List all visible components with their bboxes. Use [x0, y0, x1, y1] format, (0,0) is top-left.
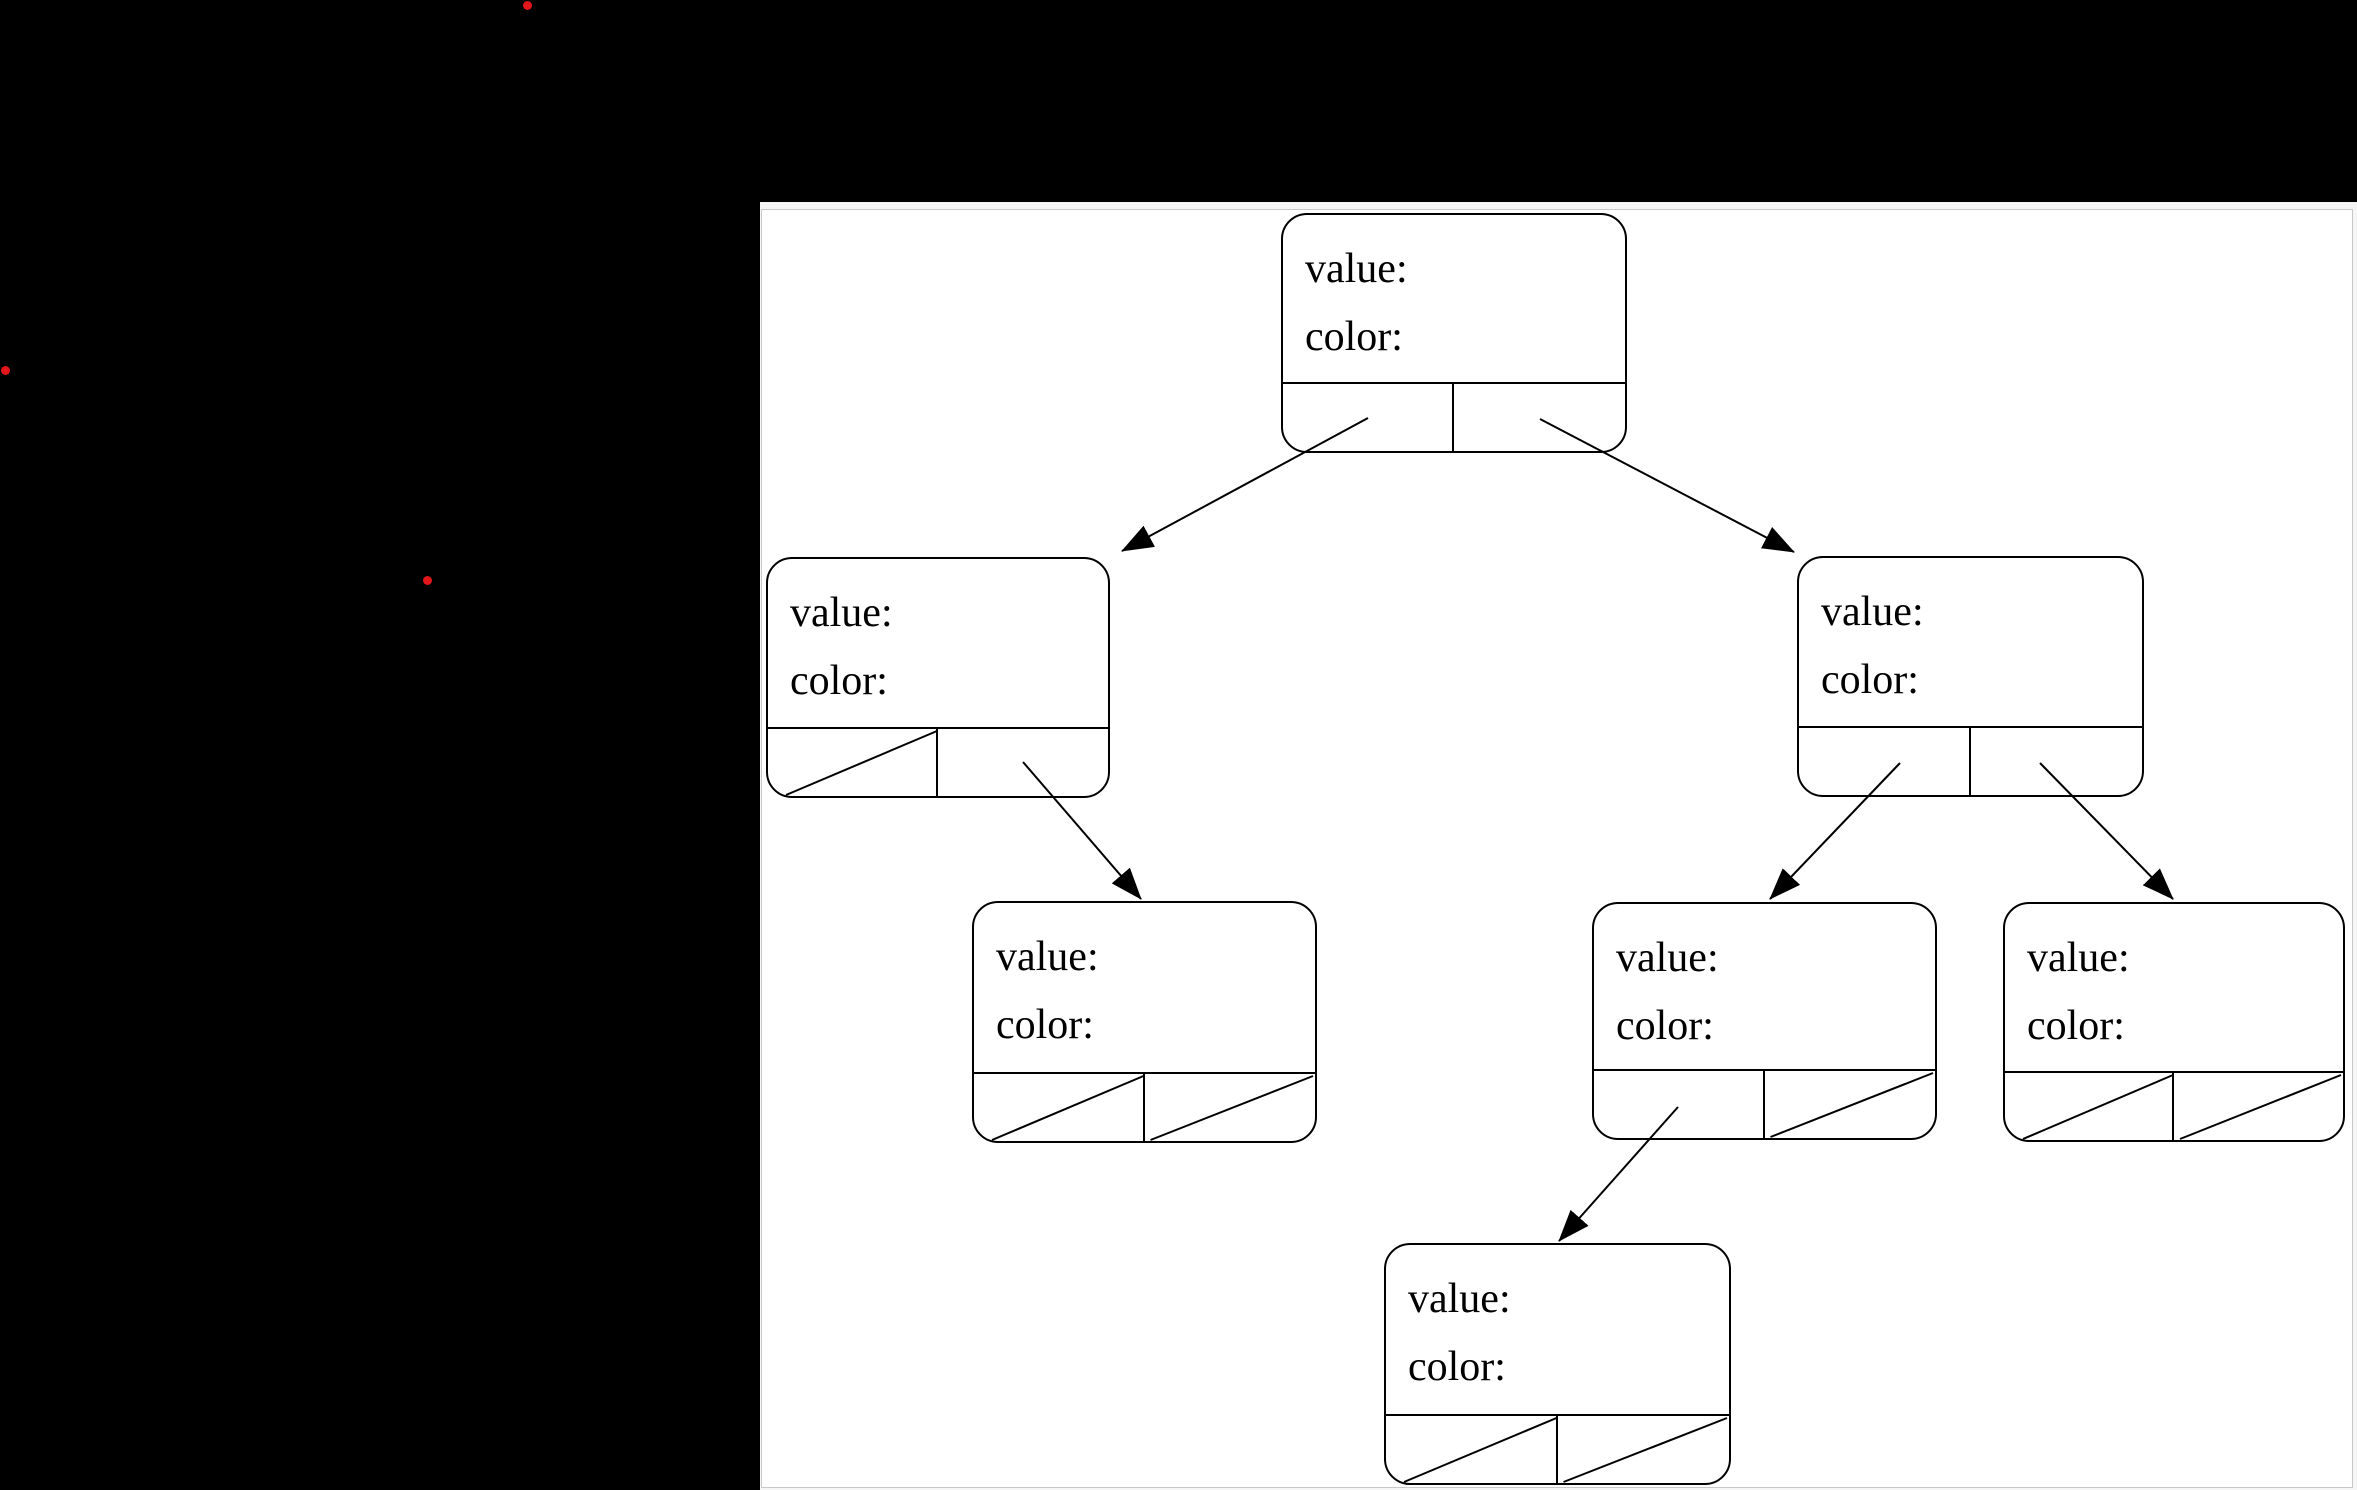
node-pointer-row [974, 1072, 1315, 1141]
right-pointer-cell [1145, 1074, 1316, 1141]
node-fields: value: color: [1408, 1265, 1721, 1401]
node-fields: value: color: [1305, 235, 1617, 371]
left-pointer-cell [974, 1074, 1145, 1141]
node-value-label: value: [1616, 935, 1719, 981]
right-pointer-cell [2174, 1073, 2343, 1140]
left-pointer-cell [1386, 1416, 1558, 1483]
left-pointer-cell [1799, 728, 1971, 795]
node-fields: value: color: [1616, 924, 1927, 1060]
red-dot-1 [522, 0, 532, 10]
node-pointer-row [768, 727, 1108, 796]
node-pointer-row [1594, 1069, 1935, 1138]
node-pointer-row [1799, 726, 2142, 795]
node-pointer-row [1386, 1414, 1729, 1483]
tree-node-right-right-grandchild: value: color: [2003, 902, 2345, 1142]
tree-node-left-child: value: color: [766, 557, 1110, 798]
node-value-label: value: [1305, 246, 1408, 292]
node-color-label: color: [1408, 1344, 1506, 1390]
right-pointer-cell [938, 729, 1108, 796]
node-color-label: color: [1821, 657, 1919, 703]
left-pointer-cell [1594, 1071, 1765, 1138]
left-pointer-cell [768, 729, 938, 796]
tree-node-right-left-grandchild: value: color: [1592, 902, 1937, 1140]
node-value-label: value: [996, 934, 1099, 980]
node-fields: value: color: [1821, 578, 2134, 714]
node-pointer-row [1283, 382, 1625, 451]
right-pointer-cell [1971, 728, 2143, 795]
node-color-label: color: [1616, 1003, 1714, 1049]
left-pointer-cell [1283, 384, 1454, 451]
red-dot-3 [422, 575, 432, 585]
node-fields: value: color: [996, 923, 1307, 1059]
node-pointer-row [2005, 1071, 2343, 1140]
node-color-label: color: [2027, 1003, 2125, 1049]
right-pointer-cell [1558, 1416, 1730, 1483]
left-pointer-cell [2005, 1073, 2174, 1140]
node-color-label: color: [996, 1002, 1094, 1048]
right-pointer-cell [1454, 384, 1625, 451]
tree-node-left-right-grandchild: value: color: [972, 901, 1317, 1143]
node-fields: value: color: [2027, 924, 2335, 1060]
node-value-label: value: [790, 590, 893, 636]
node-fields: value: color: [790, 579, 1100, 715]
node-color-label: color: [790, 658, 888, 704]
node-color-label: color: [1305, 314, 1403, 360]
tree-node-root: value: color: [1281, 213, 1627, 453]
node-value-label: value: [1408, 1276, 1511, 1322]
node-value-label: value: [1821, 589, 1924, 635]
right-pointer-cell [1765, 1071, 1936, 1138]
red-dot-2 [0, 365, 10, 375]
tree-node-great-grandchild: value: color: [1384, 1243, 1731, 1485]
tree-node-right-child: value: color: [1797, 556, 2144, 797]
node-value-label: value: [2027, 935, 2130, 981]
